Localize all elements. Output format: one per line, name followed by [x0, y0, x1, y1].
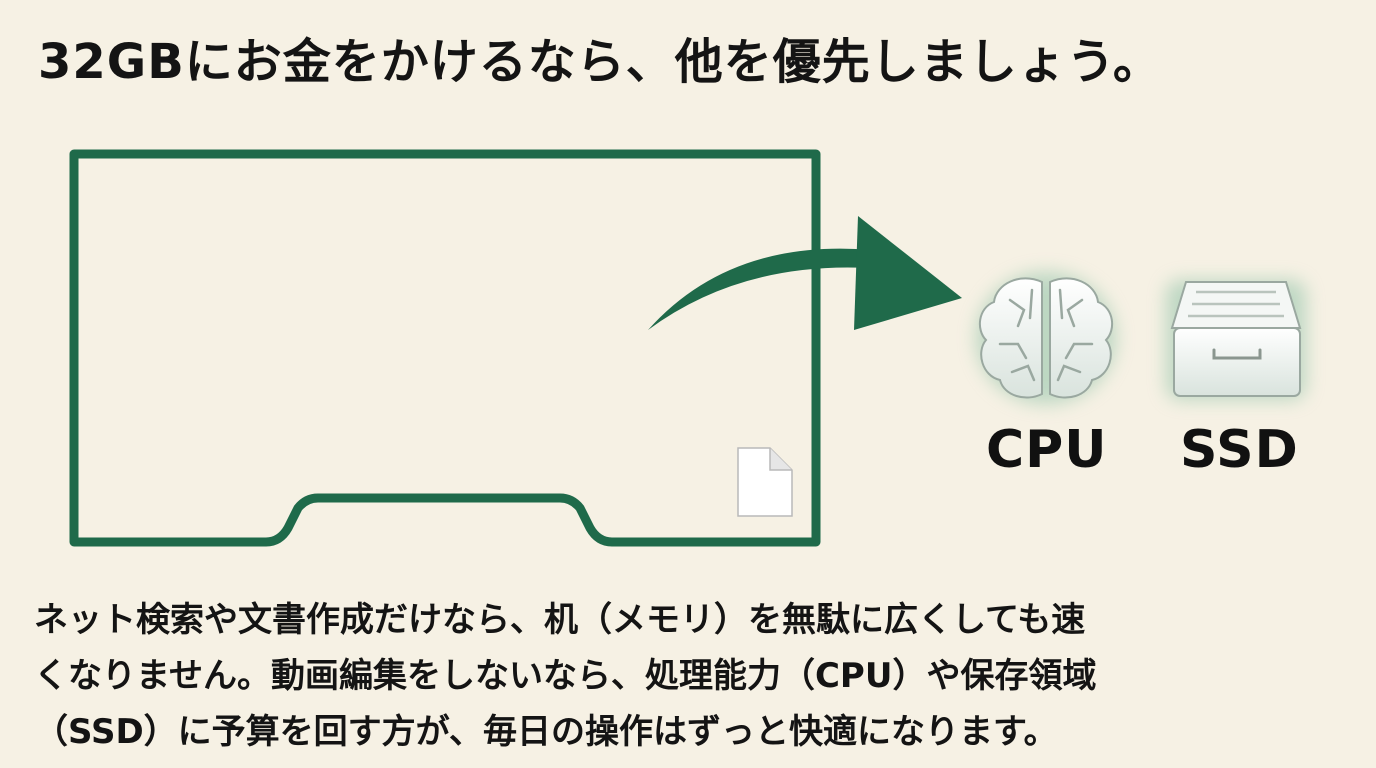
curved-arrow-icon — [648, 216, 962, 330]
document-icon — [737, 447, 793, 517]
brain-icon — [976, 272, 1116, 404]
cpu-label: CPU — [986, 420, 1108, 480]
body-line-2: くなりません。動画編集をしないなら、処理能力（CPU）や保存領域 — [34, 656, 1097, 696]
drawer-icon — [1166, 280, 1306, 400]
body-paragraph: ネット検索や文書作成だけなら、机（メモリ）を無駄に広くしても速 くなりません。動… — [34, 592, 1354, 760]
body-line-3: （SSD）に予算を回す方が、毎日の操作はずっと快適になります。 — [34, 712, 1058, 752]
desk-outline-icon — [69, 149, 821, 547]
body-line-1: ネット検索や文書作成だけなら、机（メモリ）を無駄に広くしても速 — [34, 600, 1086, 640]
ssd-label: SSD — [1180, 420, 1299, 480]
slide-title: 32GBにお金をかけるなら、他を優先しましょう。 — [38, 34, 1162, 90]
